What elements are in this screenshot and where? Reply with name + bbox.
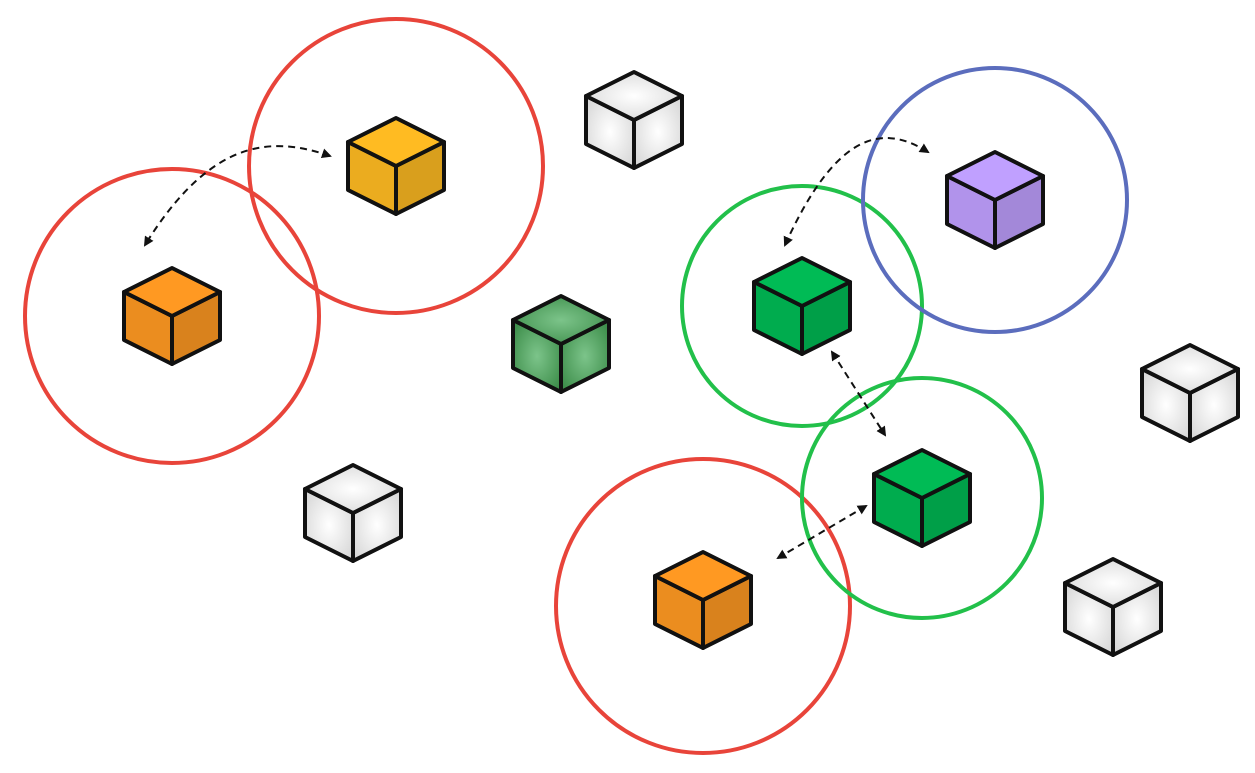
node-idle-bottom-right [1063,557,1163,657]
cube-icon [303,463,403,563]
link-green-orange [776,504,868,560]
link-yellow-orange [143,145,332,247]
cube-icon [1063,557,1163,657]
cube-icon [346,116,446,216]
node-yellow-top [346,116,446,216]
cube-icon [752,256,852,356]
cube-icon [945,150,1045,250]
cube-icon [122,266,222,366]
link-green-purple [783,137,930,247]
range-circles [23,17,1129,755]
node-orange-bottom [653,550,753,650]
cube-icon [1140,343,1240,443]
communication-links [143,137,930,560]
range-green-lower [800,376,1044,620]
cube-icon [872,448,972,548]
cube-nodes [122,70,1240,657]
node-orange-left [122,266,222,366]
node-faded-green [511,294,611,394]
node-green-lower [872,448,972,548]
node-green-upper [752,256,852,356]
node-idle-top [584,70,684,170]
node-purple [945,150,1045,250]
cube-icon [584,70,684,170]
node-idle-left [303,463,403,563]
node-idle-right [1140,343,1240,443]
range-orange-bottom [554,457,852,755]
cube-icon [511,294,611,394]
cube-icon [653,550,753,650]
link-green-green [830,350,887,437]
